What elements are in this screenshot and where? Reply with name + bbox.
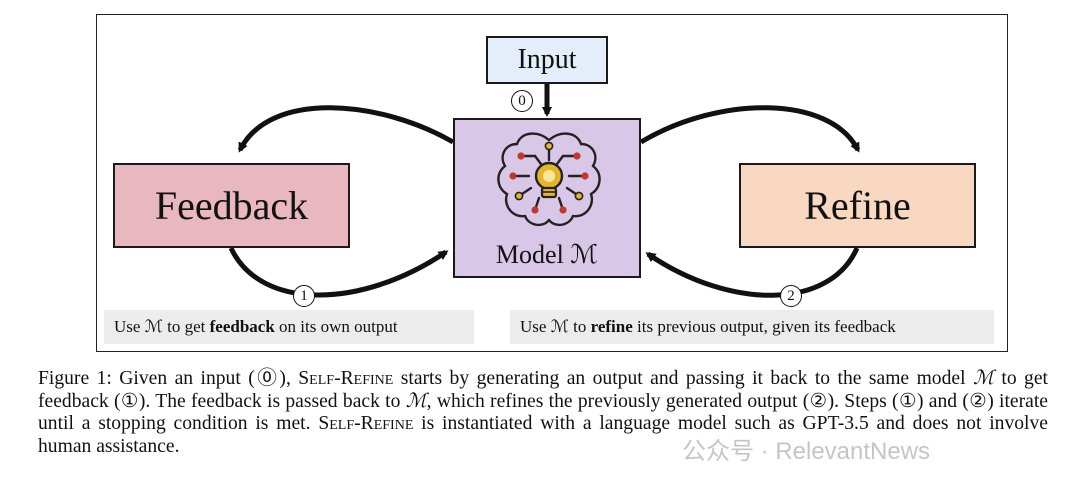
feedback-node: Feedback	[113, 163, 350, 248]
caption-method-name: Self-Refine	[298, 368, 394, 389]
step-marker-0: 0	[511, 90, 533, 112]
caption-part2: starts by generating an output and passi…	[393, 368, 973, 389]
watermark: 公众号 · RelevantNews	[682, 438, 931, 465]
model-node: Model ℳ	[453, 118, 641, 278]
caption-model-symbol: ℳ	[972, 368, 994, 389]
caption-lead: Figure 1: Given an input (⓪),	[38, 368, 299, 389]
step-marker-2: 2	[780, 285, 802, 307]
refine-note-prefix: Use ℳ to	[520, 317, 591, 336]
refine-note-bold: refine	[590, 317, 633, 336]
brain-circuit-lightbulb-icon	[497, 132, 601, 227]
caption-method-name-2: Self-Refine	[318, 413, 414, 434]
figure-caption: Figure 1: Given an input (⓪), Self-Refin…	[38, 368, 1048, 458]
feedback-note: Use ℳ to get feedback on its own output	[104, 310, 474, 344]
feedback-note-suffix: on its own output	[274, 317, 398, 336]
caption-part4: , which refines the previously generated…	[38, 390, 1048, 435]
model-label: Model ℳ	[495, 240, 599, 269]
input-node: Input	[486, 36, 608, 84]
refine-note-suffix: its previous output, given its feedback	[632, 317, 896, 336]
caption-part3: to get feedback (①). The feedback is pas…	[38, 368, 1048, 412]
feedback-note-bold: feedback	[209, 317, 275, 336]
step-marker-1: 1	[293, 285, 315, 307]
feedback-note-prefix: Use ℳ to get	[114, 317, 210, 336]
refine-note: Use ℳ to refine its previous output, giv…	[510, 310, 994, 344]
caption-model-symbol-2: ℳ	[405, 390, 427, 412]
caption-part5: is instantiated with a language model su…	[38, 413, 1048, 457]
refine-node: Refine	[739, 163, 976, 248]
